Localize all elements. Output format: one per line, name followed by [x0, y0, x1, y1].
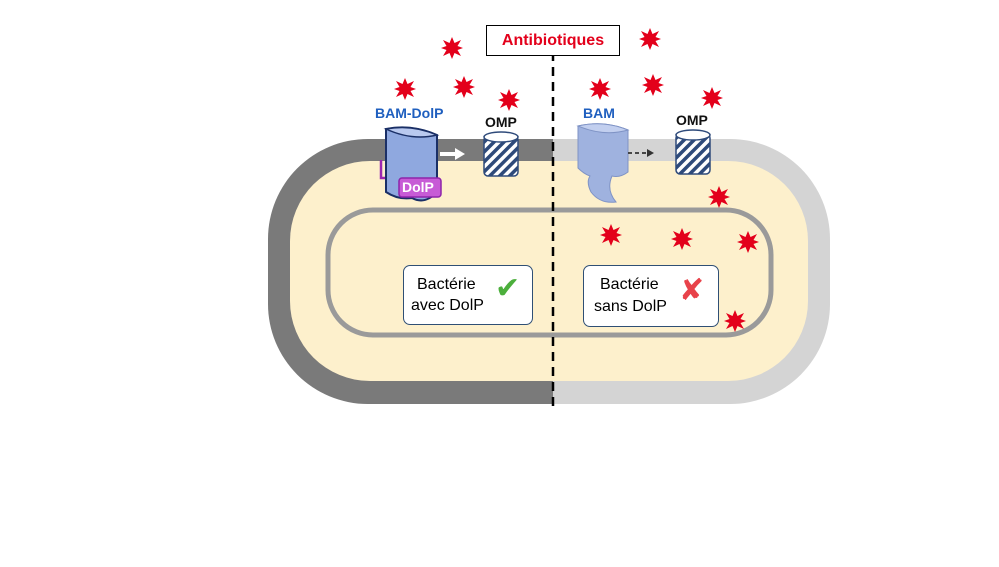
dolp-box [398, 177, 442, 198]
box-without-dolp-line1: Bactérie [600, 276, 659, 293]
bam-barrel-top-left [383, 126, 440, 138]
antibiotic-star-icon [589, 78, 611, 100]
omp-barrel-right [675, 129, 711, 175]
box-with-dolp: Bactérie avec DolP ✔ [403, 265, 533, 325]
antibiotic-star-icon [394, 78, 416, 100]
box-with-dolp-line1: Bactérie [417, 276, 476, 293]
bam-barrel-top-right [576, 123, 630, 134]
antibiotic-star-icon [441, 37, 463, 59]
label-omp-left: OMP [485, 114, 517, 130]
antibiotic-star-icon [453, 76, 475, 98]
box-without-dolp: Bactérie sans DolP ✘ [583, 265, 719, 327]
arrow-insert-left [440, 148, 465, 160]
bam-dolp-complex [379, 126, 442, 202]
label-bam-dolp: BAM-DolP [375, 105, 444, 121]
check-icon: ✔ [495, 271, 521, 306]
bam-barrel-right [577, 123, 629, 203]
dolp-tag: DolP [402, 179, 434, 195]
antibiotic-star-icon [701, 87, 723, 109]
antibiotic-star-icon [498, 89, 520, 111]
omp-barrel-left [483, 131, 519, 177]
antibiotic-star-icon [642, 74, 664, 96]
label-bam: BAM [583, 105, 615, 121]
bam-alone [576, 123, 630, 203]
box-with-dolp-line2: avec DolP [411, 297, 484, 314]
box-without-dolp-line2: sans DolP [594, 298, 667, 315]
arrow-insert-right [628, 149, 654, 157]
label-omp-right: OMP [676, 112, 708, 128]
cross-icon: ✘ [679, 273, 705, 308]
antibiotic-star-icon [639, 28, 661, 50]
antibiotics-title: Antibiotiques [486, 25, 620, 56]
